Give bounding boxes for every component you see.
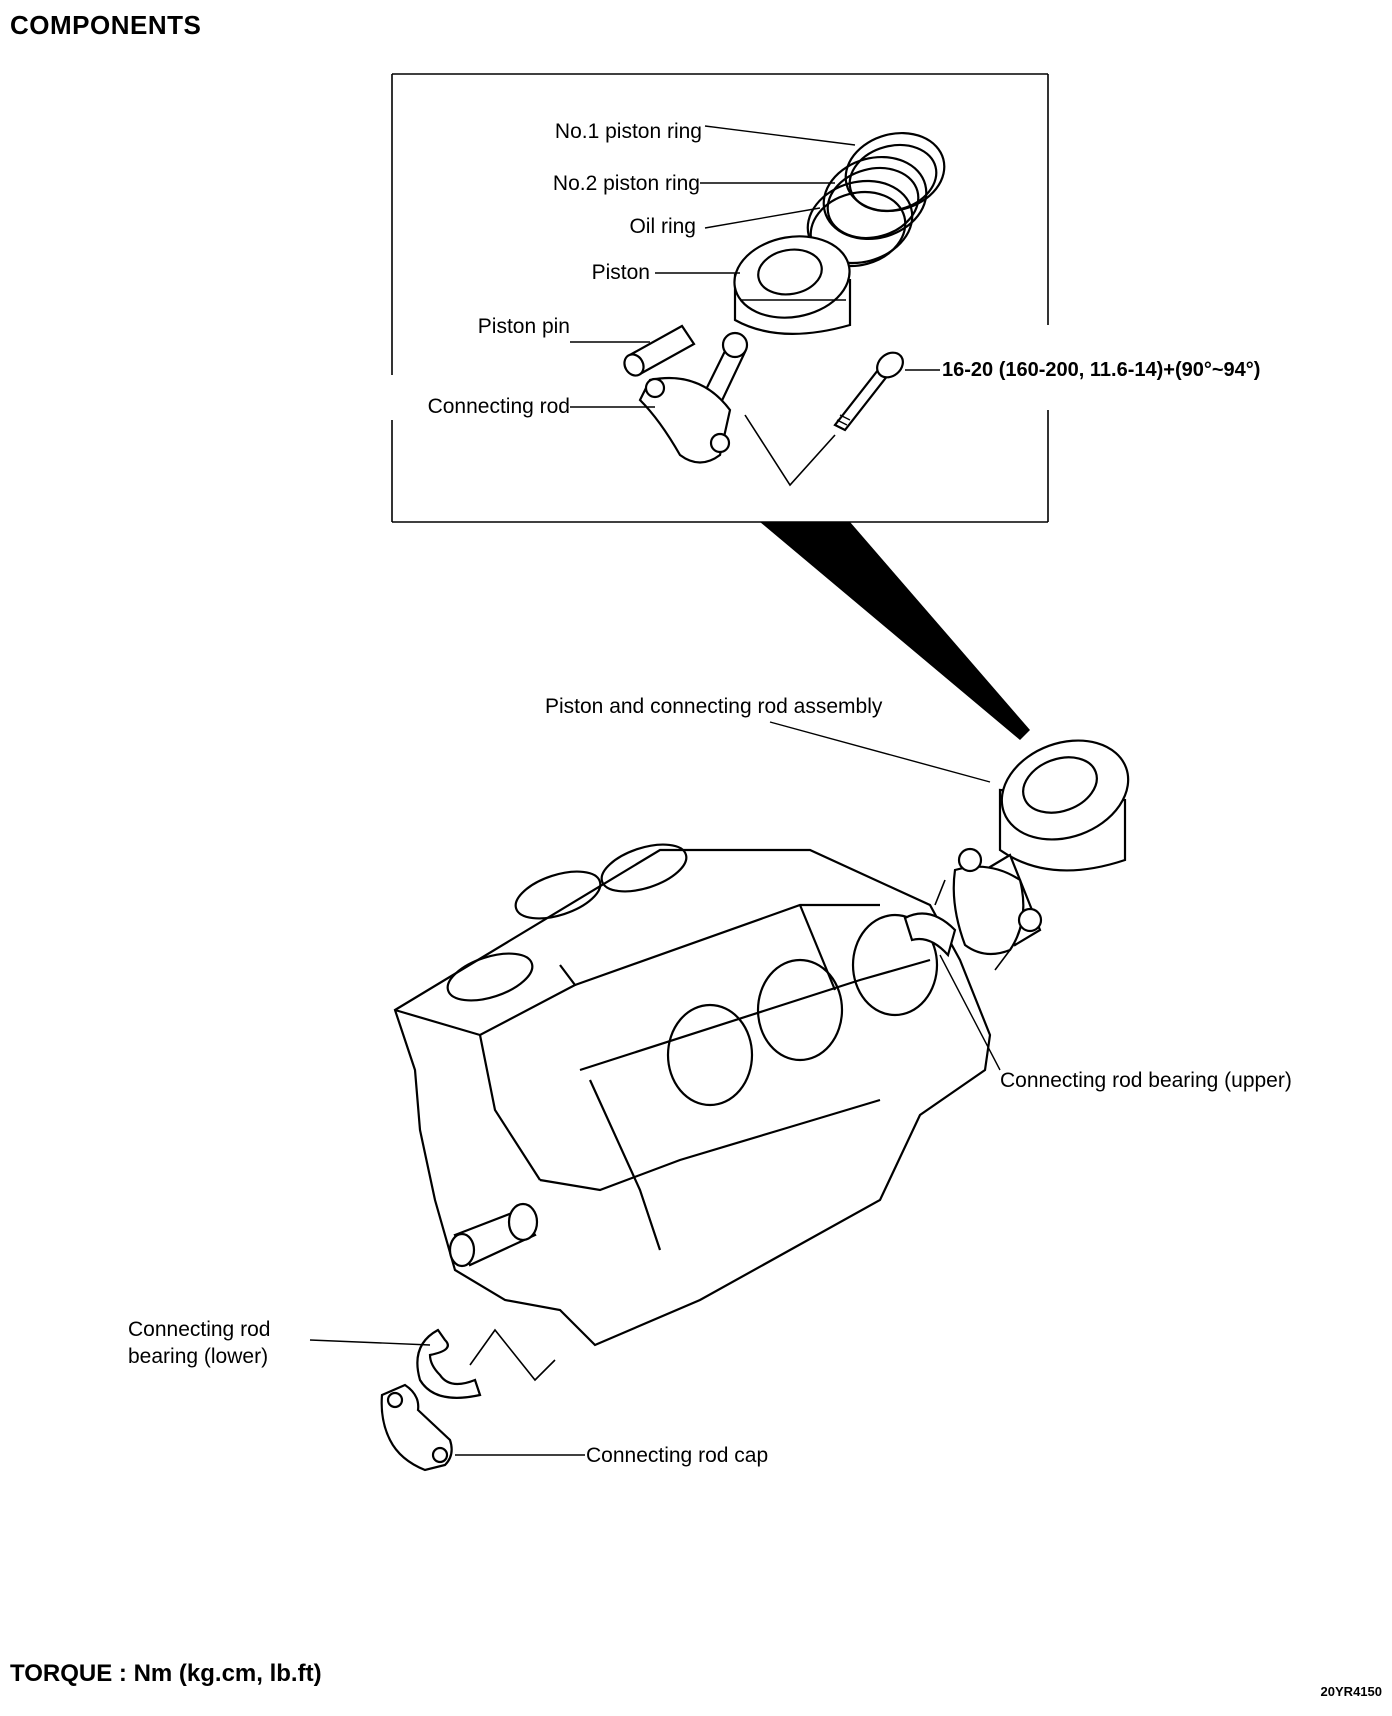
figure-code: 20YR4150 <box>1320 1684 1382 1699</box>
label-assembly: Piston and connecting rod assembly <box>545 695 883 718</box>
label-rod-cap: Connecting rod cap <box>586 1444 768 1467</box>
bearing-guide-line <box>469 1328 556 1382</box>
piston-icon <box>733 235 852 335</box>
bearing-upper-icon <box>903 912 957 958</box>
label-oil-ring: Oil ring <box>629 215 696 238</box>
piston-rod-assembly-icon <box>934 739 1130 971</box>
label-connecting-rod: Connecting rod <box>428 395 570 418</box>
torque-units-note: TORQUE : Nm (kg.cm, lb.ft) <box>10 1660 322 1687</box>
piston-pin-icon <box>623 324 696 377</box>
label-torque-spec: 16-20 (160-200, 11.6-14)+(90°~94°) <box>942 359 1260 381</box>
assembly-guide-line <box>744 414 836 487</box>
detail-inset-frame <box>391 73 1049 523</box>
no2-piston-ring-icon <box>822 155 928 241</box>
label-bearing-upper: Connecting rod bearing (upper) <box>1000 1069 1292 1092</box>
bearing-lower-icon <box>416 1328 482 1399</box>
no1-piston-ring-icon <box>844 131 946 213</box>
lower-leader-lines <box>309 721 1001 1456</box>
rod-bolt-icon <box>833 351 904 432</box>
label-no2-piston-ring: No.2 piston ring <box>553 172 700 195</box>
rod-cap-icon <box>380 1383 453 1472</box>
label-bearing-lower-line1: Connecting rod <box>128 1318 270 1341</box>
page-title: COMPONENTS <box>10 10 202 40</box>
label-piston: Piston <box>592 261 650 284</box>
label-bearing-lower-line2: bearing (lower) <box>128 1345 268 1368</box>
label-piston-pin: Piston pin <box>478 315 570 338</box>
label-no1-piston-ring: No.1 piston ring <box>555 120 702 143</box>
engine-block-icon <box>393 843 992 1347</box>
inset-leader-lines <box>570 125 940 408</box>
callout-wedge <box>760 522 1030 740</box>
connecting-rod-icon <box>638 331 749 464</box>
